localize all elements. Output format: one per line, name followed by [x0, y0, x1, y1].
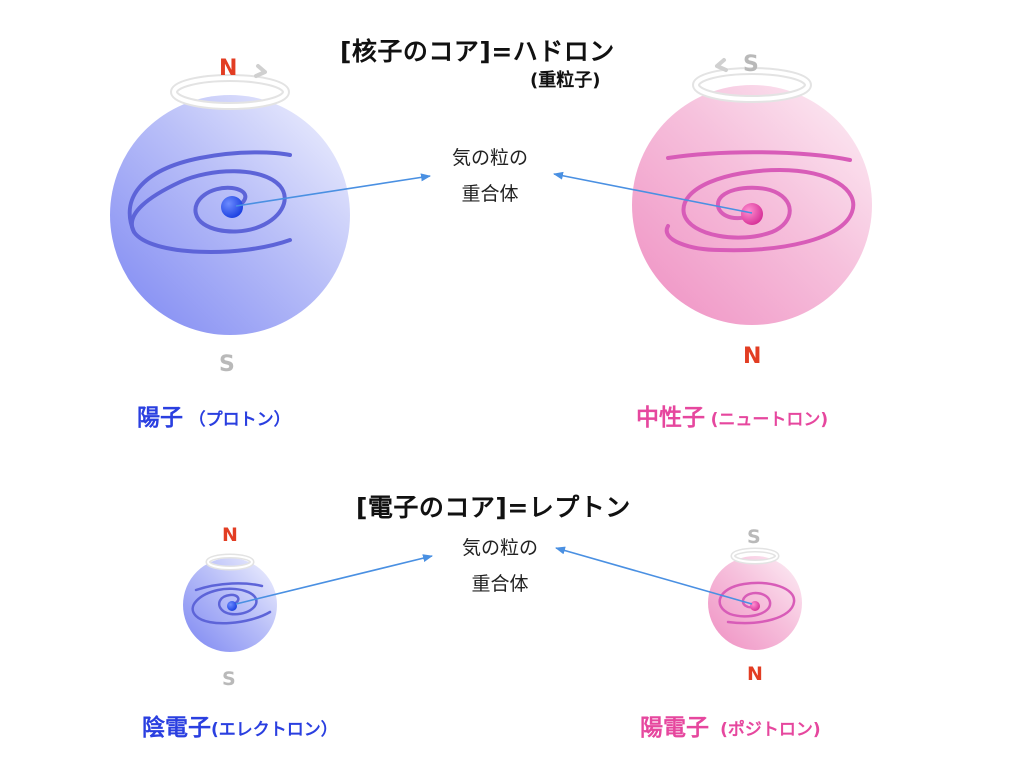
hadron-center-line1: 気の粒の	[451, 147, 528, 169]
proton-arrow	[235, 173, 431, 207]
neutron-core	[741, 203, 763, 225]
hadron-center-line2: 重合体	[461, 183, 519, 205]
neutron-name: 中性子	[636, 405, 705, 431]
electron-spiral-outer	[194, 582, 264, 592]
positron-top-pole: S	[747, 526, 761, 548]
positron-name-sub: (ポジトロン)	[720, 720, 821, 740]
positron-spin-ring-icon	[730, 547, 780, 565]
proton-name-sub: （プロトン）	[188, 410, 291, 430]
electron-arrow	[235, 554, 433, 605]
hadron-center-label: 気の粒の 重合体	[420, 140, 560, 212]
proton-spiral	[130, 169, 292, 254]
lepton-center-line1: 気の粒の	[461, 537, 538, 559]
neutron-spiral	[664, 167, 856, 253]
electron-spiral	[191, 587, 272, 625]
positron-core	[750, 601, 760, 611]
proton-core	[221, 196, 243, 218]
proton-spin-ring-icon	[170, 64, 290, 110]
proton-name: 陽子	[137, 405, 183, 431]
positron-bottom-pole: N	[747, 663, 763, 685]
lepton-title: [電子のコア]=レプトン	[356, 493, 631, 522]
proton-name-label: 陽子 （プロトン）	[137, 398, 291, 432]
lepton-center-label: 気の粒の 重合体	[430, 530, 570, 602]
lepton-center-line2: 重合体	[471, 573, 529, 595]
positron-name: 陽電子	[640, 715, 709, 741]
neutron-name-label: 中性子 (ニュートロン)	[636, 398, 828, 432]
electron-spin-ring-icon	[205, 553, 255, 571]
hadron-subtitle: (重粒子)	[530, 70, 601, 91]
electron-name: 陰電子	[142, 715, 211, 741]
electron-bottom-pole: S	[222, 668, 236, 690]
proton-spiral-outer	[127, 150, 292, 234]
electron-name-sub: (エレクトロン）	[211, 720, 338, 740]
neutron-name-sub: (ニュートロン)	[710, 410, 829, 430]
hadron-title: [核子のコア]=ハドロン	[340, 37, 615, 66]
electron-name-label: 陰電子(エレクトロン）	[142, 708, 338, 742]
electron-core	[227, 601, 237, 611]
neutron-bottom-pole: N	[743, 344, 762, 369]
positron-arrow	[555, 546, 753, 605]
positron-name-label: 陽電子 (ポジトロン)	[640, 708, 821, 742]
electron-top-pole: N	[222, 524, 238, 546]
neutron-top-pole: S	[743, 52, 759, 77]
proton-top-pole: N	[219, 56, 238, 81]
positron-spiral	[718, 581, 796, 625]
neutron-spiral-outer	[666, 150, 852, 162]
neutron-arrow	[553, 171, 753, 214]
neutron-spin-ring-icon	[692, 58, 812, 103]
proton-bottom-pole: S	[219, 352, 235, 377]
